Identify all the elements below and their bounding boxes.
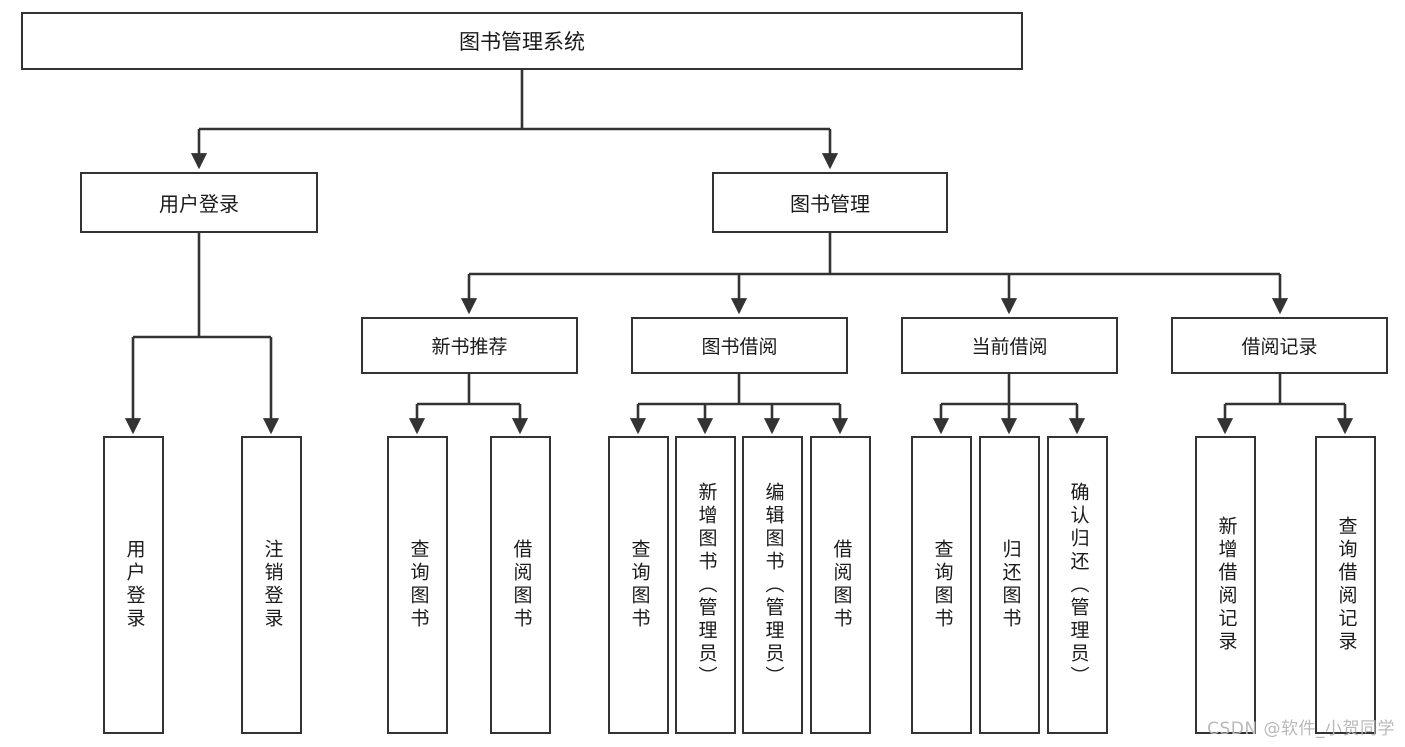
- leaf-book-borrow-query[interactable]: 查询图书: [608, 436, 669, 734]
- leaf-current-borrow-return[interactable]: 归还图书: [979, 436, 1040, 734]
- leaf-current-borrow-query[interactable]: 查询图书: [911, 436, 972, 734]
- leaf-user-login-login[interactable]: 用户登录: [103, 436, 164, 734]
- node-label: 图书管理: [790, 192, 870, 216]
- node-book-management[interactable]: 图书管理: [712, 172, 948, 233]
- node-user-login[interactable]: 用户登录: [80, 172, 318, 233]
- node-current-borrow[interactable]: 当前借阅: [901, 317, 1118, 374]
- node-label: 新增图书（管理员）: [695, 481, 718, 689]
- node-label: 当前借阅: [971, 336, 1048, 358]
- node-label: 图书借阅: [701, 336, 778, 358]
- leaf-borrow-record-query[interactable]: 查询借阅记录: [1315, 436, 1376, 734]
- node-label: 查询借阅记录: [1335, 516, 1358, 654]
- node-book-borrow[interactable]: 图书借阅: [631, 317, 848, 374]
- node-root-system[interactable]: 图书管理系统: [21, 12, 1023, 70]
- leaf-book-borrow-lend[interactable]: 借阅图书: [810, 436, 871, 734]
- node-label: 借阅图书: [510, 539, 533, 631]
- node-label: 图书管理系统: [459, 30, 585, 54]
- leaf-user-login-logout[interactable]: 注销登录: [241, 436, 302, 734]
- node-label: 借阅记录: [1241, 336, 1318, 358]
- watermark-text: CSDN @软件_小贺同学: [1207, 719, 1395, 739]
- node-borrow-record[interactable]: 借阅记录: [1171, 317, 1388, 374]
- leaf-new-book-borrow[interactable]: 借阅图书: [490, 436, 551, 734]
- node-label: 借阅图书: [830, 539, 853, 631]
- node-label: 用户登录: [123, 539, 146, 631]
- leaf-new-book-query[interactable]: 查询图书: [387, 436, 448, 734]
- leaf-current-borrow-confirm-return[interactable]: 确认归还（管理员）: [1047, 436, 1108, 734]
- node-label: 查询图书: [407, 539, 430, 631]
- leaf-book-borrow-add[interactable]: 新增图书（管理员）: [675, 436, 736, 734]
- node-label: 新增借阅记录: [1215, 516, 1238, 654]
- node-label: 新书推荐: [431, 336, 508, 358]
- node-new-book-recommend[interactable]: 新书推荐: [361, 317, 578, 374]
- node-label: 查询图书: [931, 539, 954, 631]
- node-label: 确认归还（管理员）: [1067, 481, 1090, 689]
- node-label: 用户登录: [159, 192, 239, 216]
- leaf-borrow-record-add[interactable]: 新增借阅记录: [1195, 436, 1256, 734]
- node-label: 查询图书: [628, 539, 651, 631]
- node-label: 编辑图书（管理员）: [762, 481, 785, 689]
- node-label: 注销登录: [261, 539, 284, 631]
- leaf-book-borrow-edit[interactable]: 编辑图书（管理员）: [742, 436, 803, 734]
- node-label: 归还图书: [999, 539, 1022, 631]
